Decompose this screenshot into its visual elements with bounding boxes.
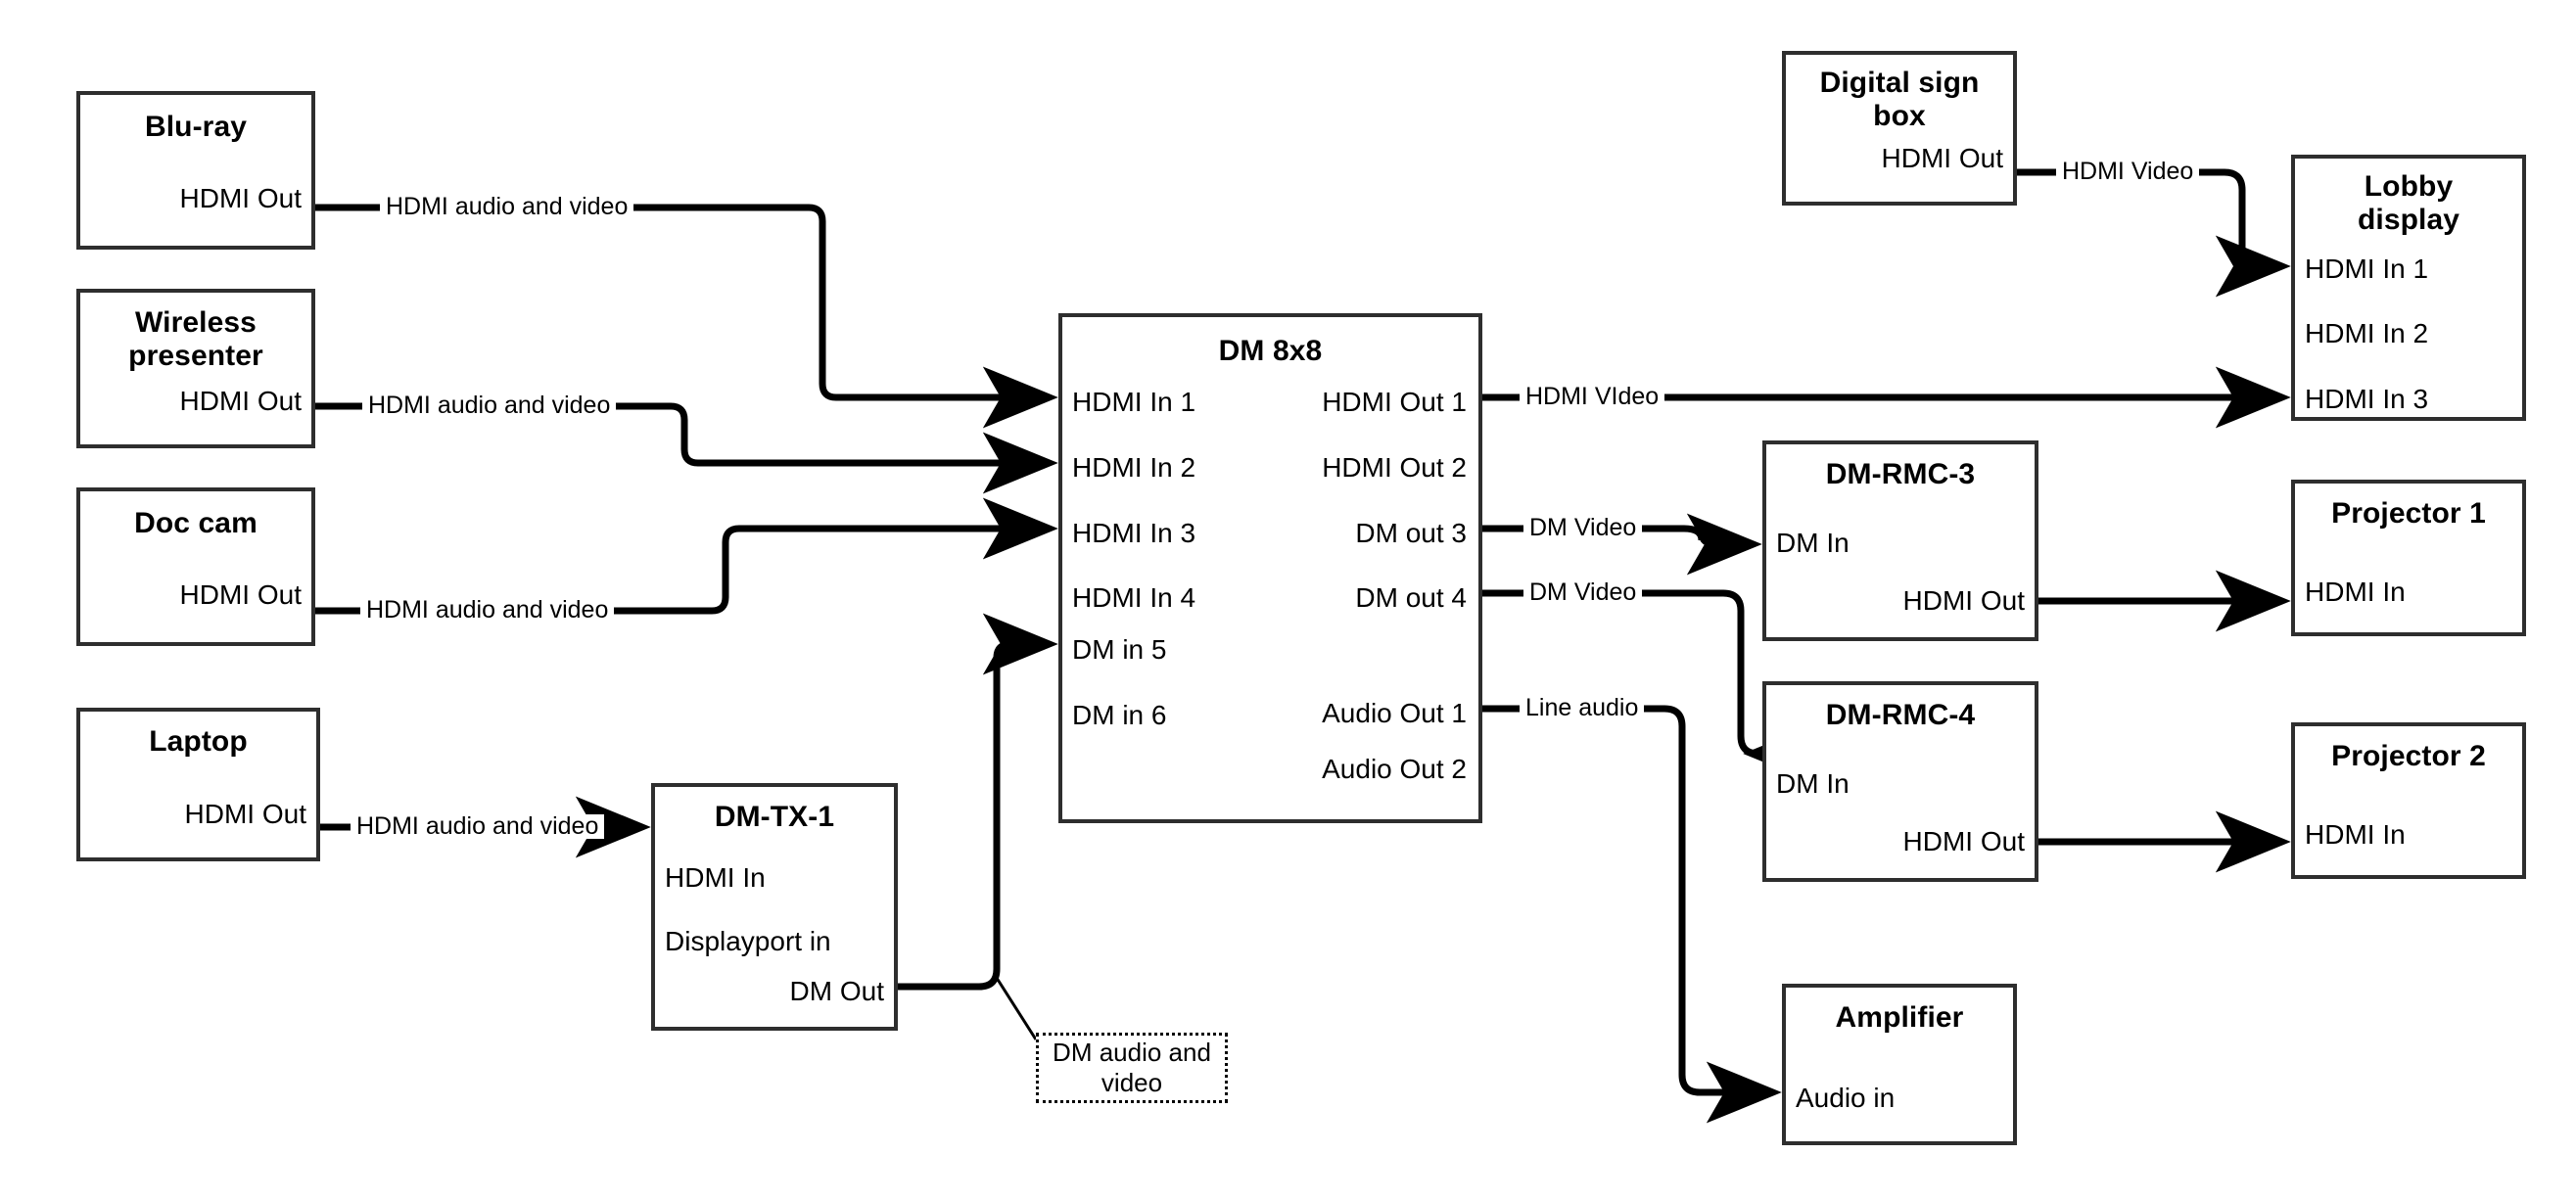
node-amplifier[interactable]: Amplifier Audio in [1782,984,2017,1145]
node-doc-cam-port-hdmi-out: HDMI Out [179,579,302,611]
node-wireless-presenter-port-hdmi-out: HDMI Out [179,386,302,416]
node-lobby-display-title: Lobby display [2357,170,2460,236]
node-dm-8x8-input-hdmi-in-1: HDMI In 1 [1072,387,1196,417]
node-wireless-presenter-title: Wireless presenter [128,306,263,372]
node-dm-rmc-4-port-hdmi-out: HDMI Out [1902,826,2025,856]
node-dm-8x8-title: DM 8x8 [1218,335,1323,367]
edge-label-bluray: HDMI audio and video [380,195,634,219]
node-amplifier-title: Amplifier [1835,1001,1964,1034]
note-dm-audio-and-video: DM audio and video [1036,1033,1228,1103]
wire-sign-to-lobby-in1 [2017,168,2291,298]
note-dm-audio-and-video-text: DM audio and video [1053,1038,1211,1097]
node-projector-1-port-hdmi-in: HDMI In [2305,577,2406,607]
node-bluray[interactable]: Blu-ray HDMI Out [76,91,315,250]
node-dm-8x8-output-audio-out-1: Audio Out 1 [1322,698,1467,728]
node-dm-rmc-3-port-dm-in: DM In [1776,528,1850,558]
wire-dm-out4-to-rmc4 [1482,589,1819,785]
node-laptop[interactable]: Laptop HDMI Out [76,708,320,861]
node-dm-rmc-3-port-hdmi-out: HDMI Out [1902,585,2025,616]
node-dm-8x8-output-hdmi-out-1: HDMI Out 1 [1322,387,1467,417]
node-dm-8x8-input-hdmi-in-3: HDMI In 3 [1072,518,1196,548]
node-dm-8x8-input-hdmi-in-4: HDMI In 4 [1072,582,1196,613]
node-dm-tx-1-title: DM-TX-1 [714,801,835,833]
node-dm-rmc-4-title: DM-RMC-4 [1825,699,1976,731]
edge-label-doccam: HDMI audio and video [360,598,615,623]
node-projector-1[interactable]: Projector 1 HDMI In [2291,480,2526,636]
wire-bluray-to-dm-in1 [315,204,1058,429]
node-dm-tx-1[interactable]: DM-TX-1 HDMI In Displayport in DM Out [651,783,898,1031]
node-dm-8x8-input-hdmi-in-2: HDMI In 2 [1072,452,1196,483]
node-dm-8x8-output-dm-out-4: DM out 4 [1355,582,1467,613]
node-bluray-port-hdmi-out: HDMI Out [179,183,302,214]
node-dm-tx-1-port-dm-out: DM Out [789,976,884,1006]
edge-label-dmout3: DM Video [1523,516,1643,540]
node-dm-8x8-input-dm-in-5: DM in 5 [1072,634,1167,665]
node-lobby-display-port-hdmi-in-2: HDMI In 2 [2305,318,2429,348]
node-dm-rmc-3-title: DM-RMC-3 [1825,458,1976,490]
node-projector-2-port-hdmi-in: HDMI In [2305,819,2406,850]
edge-label-laptop: HDMI audio and video [351,814,605,839]
node-digital-sign-box-port-hdmi-out: HDMI Out [1881,143,2003,173]
node-dm-8x8[interactable]: DM 8x8 HDMI In 1 HDMI In 2 HDMI In 3 HDM… [1058,313,1482,823]
node-dm-8x8-output-audio-out-2: Audio Out 2 [1322,754,1467,784]
edge-label-dmout4: DM Video [1523,580,1643,605]
node-lobby-display-port-hdmi-in-1: HDMI In 1 [2305,254,2429,284]
node-laptop-port-hdmi-out: HDMI Out [184,799,306,830]
node-projector-1-title: Projector 1 [2331,497,2486,530]
node-wireless-presenter[interactable]: Wireless presenter HDMI Out [76,289,315,448]
node-lobby-display[interactable]: Lobby display HDMI In 1 HDMI In 2 HDMI I… [2291,155,2526,421]
node-dm-8x8-output-dm-out-3: DM out 3 [1355,518,1467,548]
node-dm-rmc-4-port-dm-in: DM In [1776,768,1850,799]
node-bluray-title: Blu-ray [144,111,248,143]
edge-label-wireless: HDMI audio and video [362,393,617,418]
edge-label-hdmiout1-to-lobby: HDMI VIdeo [1520,385,1665,409]
wire-dmtx1-to-dm-in5 [898,613,1058,991]
edge-label-sign-to-lobby: HDMI Video [2056,160,2200,184]
node-dm-8x8-output-hdmi-out-2: HDMI Out 2 [1322,452,1467,483]
node-dm-8x8-input-dm-in-6: DM in 6 [1072,700,1167,730]
wire-audioout1-to-amplifier [1482,705,1782,1124]
node-dm-tx-1-port-hdmi-in: HDMI In [665,862,766,893]
node-doc-cam[interactable]: Doc cam HDMI Out [76,487,315,646]
node-dm-rmc-3[interactable]: DM-RMC-3 DM In HDMI Out [1762,440,2038,641]
node-laptop-title: Laptop [149,725,248,758]
node-digital-sign-box[interactable]: Digital sign box HDMI Out [1782,51,2017,206]
node-digital-sign-box-title: Digital sign box [1819,67,1980,132]
node-dm-rmc-4[interactable]: DM-RMC-4 DM In HDMI Out [1762,681,2038,882]
node-doc-cam-title: Doc cam [134,507,258,539]
node-dm-tx-1-port-displayport-in: Displayport in [665,926,831,956]
node-lobby-display-port-hdmi-in-3: HDMI In 3 [2305,384,2429,414]
node-projector-2[interactable]: Projector 2 HDMI In [2291,722,2526,879]
node-amplifier-port-audio-in: Audio in [1796,1083,1896,1113]
wire-note-leader [993,974,1038,1040]
edge-label-lineaudio: Line audio [1520,696,1645,720]
node-projector-2-title: Projector 2 [2331,740,2486,772]
